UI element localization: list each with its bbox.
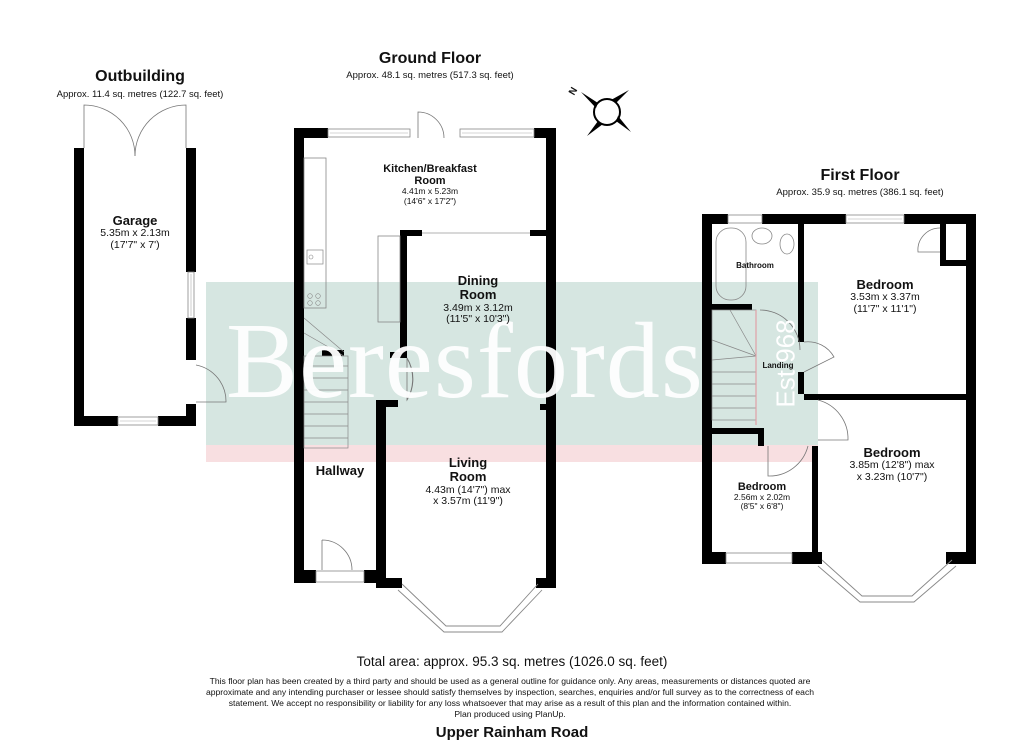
first-floor-area: Approx. 35.9 sq. metres (386.1 sq. feet)	[776, 187, 944, 198]
outbuilding-area: Approx. 11.4 sq. metres (122.7 sq. feet)	[56, 89, 224, 100]
ground-floor-walls	[294, 128, 556, 588]
ground-floor-stairs	[303, 317, 349, 449]
watermark-brand: Beresfords	[226, 302, 704, 421]
ground-floor-title: Ground Floor	[378, 50, 482, 67]
garage-double-door	[83, 104, 187, 157]
disclaimer: This floor plan has been created by a th…	[205, 676, 815, 719]
garage-walls	[74, 148, 196, 426]
room-bathroom: Bathroom	[736, 261, 774, 270]
room-hallway: Hallway	[315, 463, 365, 478]
room-bedroom-3: Bedroom 2.56m x 2.02m (8'5" x 6'8")	[733, 481, 791, 512]
room-dining: Dining Room 3.49m x 3.12m (11'5" x 10'3"…	[443, 273, 513, 326]
living-bay-window	[397, 583, 543, 633]
road-name: Upper Rainham Road	[435, 724, 589, 741]
total-area: Total area: approx. 95.3 sq. metres (102…	[356, 654, 668, 669]
first-floor-stairs	[711, 309, 757, 421]
room-bedroom-1: Bedroom 3.53m x 3.37m (11'7" x 11'1")	[850, 277, 920, 315]
room-kitchen: Kitchen/Breakfast Room 4.41m x 5.23m (14…	[383, 163, 477, 206]
first-floor-walls	[702, 214, 976, 564]
room-living: Living Room 4.43m (14'7") max x 3.57m (1…	[425, 455, 511, 508]
room-garage: Garage 5.35m x 2.13m (17'7" x 7')	[100, 213, 170, 251]
watermark-strip	[206, 445, 818, 462]
compass-rose	[581, 90, 631, 136]
room-landing: Landing	[762, 361, 794, 370]
ground-floor-area: Approx. 48.1 sq. metres (517.3 sq. feet)	[346, 70, 514, 81]
room-bedroom-2: Bedroom 3.85m (12'8") max x 3.23m (10'7"…	[849, 445, 935, 483]
outbuilding-title: Outbuilding	[95, 68, 185, 85]
bedroom-bay-window	[817, 559, 957, 603]
first-floor-title: First Floor	[820, 167, 900, 184]
